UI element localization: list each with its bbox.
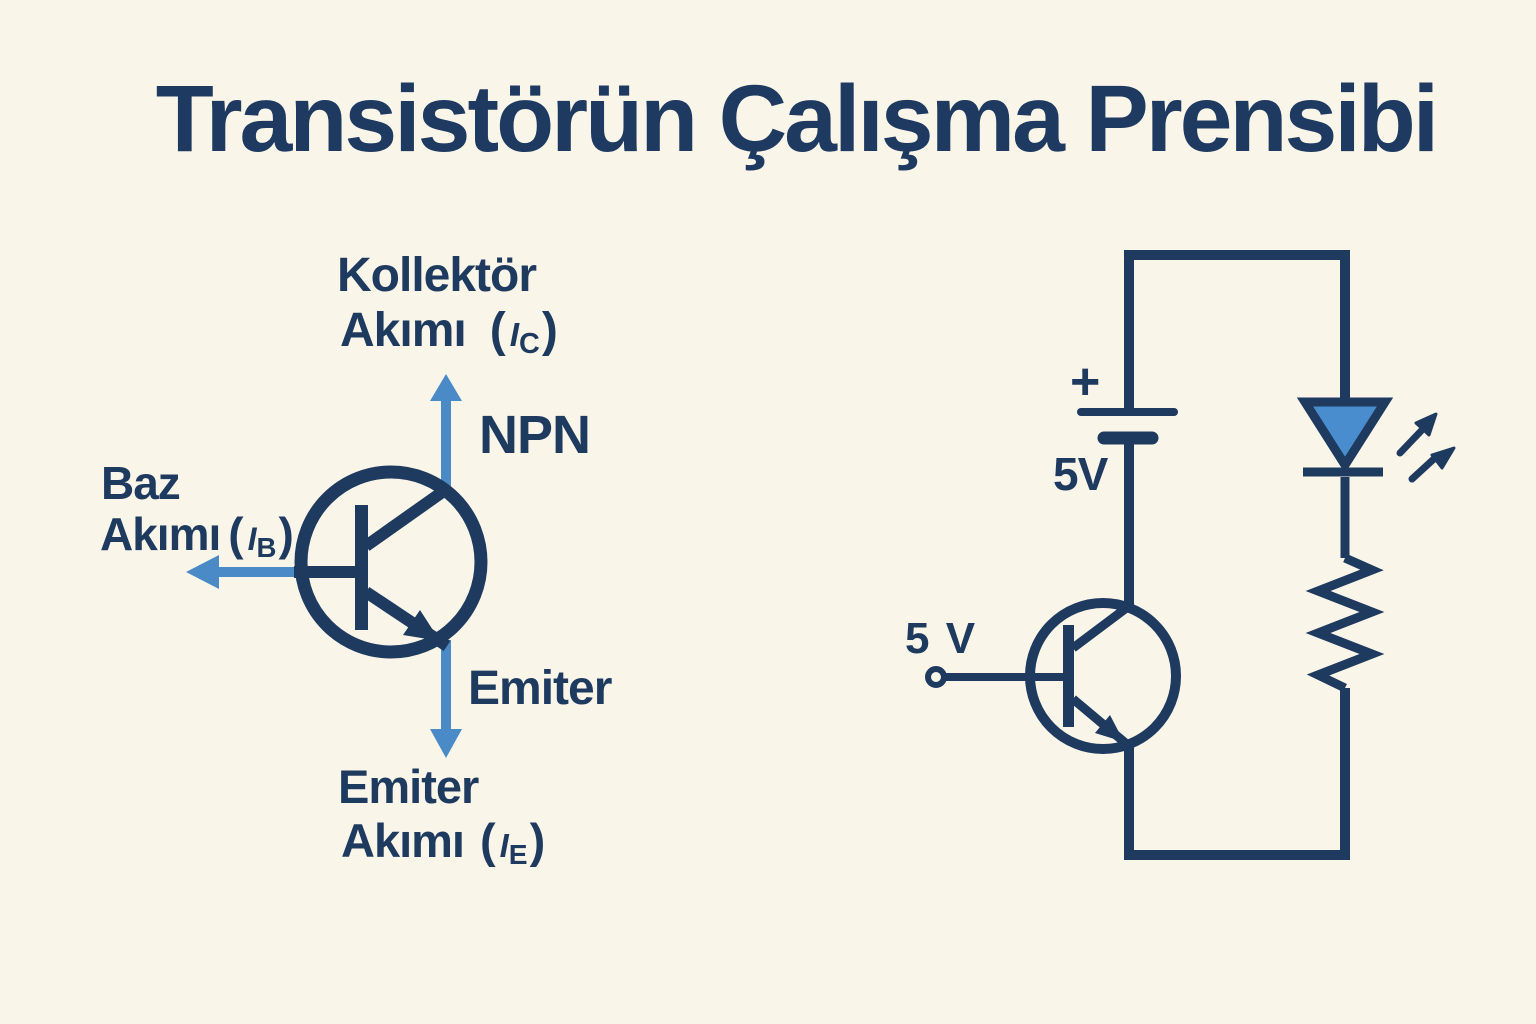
circuit-transistor-symbol	[925, 598, 1181, 754]
page-title: Transistörün Çalışma Prensibi	[155, 66, 1439, 172]
npn-transistor-figure	[186, 374, 488, 758]
led-icon	[1296, 397, 1394, 558]
resistor-icon	[1305, 553, 1385, 693]
base-label-line2: Akımı(IB)	[100, 508, 294, 563]
emitter-pin-label: Emiter	[468, 662, 612, 715]
light-rays-icon	[1396, 412, 1456, 483]
collector-label-line2: Akımı (IC)	[340, 304, 558, 361]
battery-icon	[1077, 408, 1178, 445]
collector-current-arrow-icon	[430, 374, 462, 492]
base-current-symbol: (IB)	[228, 508, 294, 563]
battery-voltage-label: 5V	[1053, 448, 1108, 500]
wire-bottom-loop	[1124, 688, 1350, 860]
emitter-current-arrow-icon	[430, 640, 462, 758]
collector-current-symbol: (IC)	[489, 304, 558, 361]
circuit-transistor-base-bar	[1063, 625, 1074, 727]
circuit-transistor-collector-lead	[1070, 602, 1132, 652]
input-terminal-icon	[925, 666, 947, 688]
circuit-transistor-emitter-arrowhead	[1095, 715, 1124, 742]
base-akimi-word: Akımı	[100, 508, 221, 560]
emitter-label-line1: Emiter	[338, 760, 479, 813]
transistor-base-bar	[355, 505, 368, 630]
transistor-emitter-arrowhead	[403, 610, 440, 641]
transistor-collector-lead	[362, 483, 452, 551]
transistor-body-circle	[294, 465, 488, 659]
battery-plus-sign: +	[1070, 353, 1100, 411]
emitter-current-symbol: (IE)	[480, 814, 545, 871]
wire-top-loop	[1124, 250, 1350, 414]
transistor-type-label: NPN	[479, 405, 591, 465]
led-circuit-figure	[925, 250, 1456, 860]
collector-akimi-word: Akımı	[340, 304, 467, 357]
collector-label-line1: Kollektör	[337, 249, 537, 302]
emitter-akimi-word: Akımı	[341, 814, 465, 867]
transistor-symbol	[294, 465, 488, 659]
led-triangle	[1296, 397, 1394, 474]
emitter-label-line2: Akımı (IE)	[341, 814, 545, 871]
base-label-line1: Baz	[101, 457, 181, 509]
base-input-voltage-label: 5 V	[905, 614, 978, 663]
